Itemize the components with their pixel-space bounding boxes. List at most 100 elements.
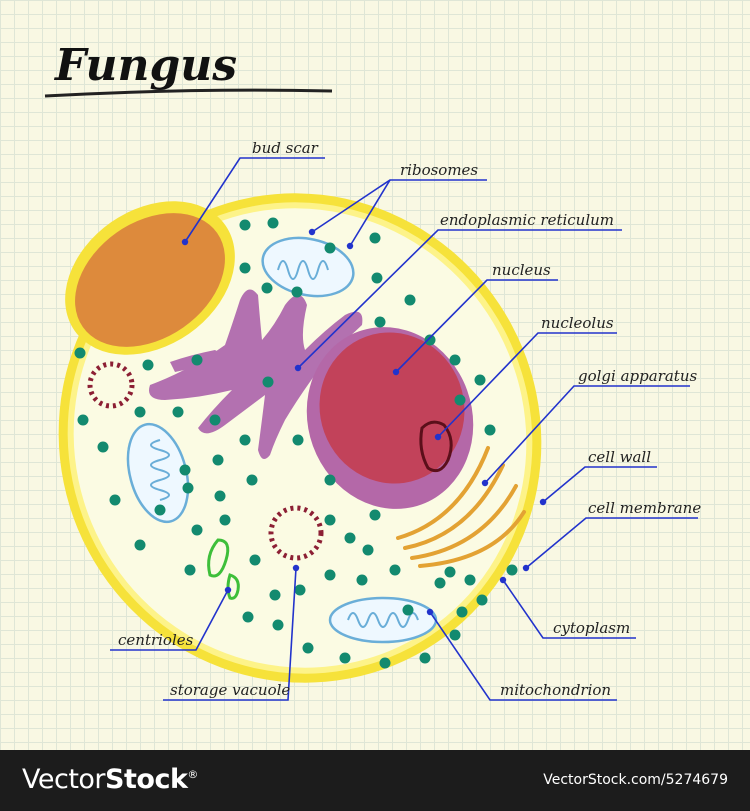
pointer-dots (181, 228, 547, 616)
ribosome (484, 424, 496, 436)
diagram-title: Fungus (53, 40, 237, 91)
label-mitochondrion: mitochondrion (500, 681, 611, 699)
ribosome (324, 474, 336, 486)
ribosome (371, 272, 383, 284)
ribosome (454, 394, 466, 406)
ribosome (362, 544, 374, 556)
ribosomes-group (74, 217, 518, 669)
label-centrioles: centrioles (118, 631, 194, 649)
ribosome (506, 564, 518, 576)
pointer-bud-scar (184, 157, 325, 243)
pointer-centrioles (110, 589, 229, 651)
ribosome (154, 504, 166, 516)
nucleus (319, 332, 465, 484)
label-cell-membrane: cell membrane (588, 499, 701, 517)
ribosome (267, 217, 279, 229)
ribosome (434, 577, 446, 589)
ribosome (242, 611, 254, 623)
storage-vacuole-left (87, 361, 135, 409)
pointer-er (297, 229, 622, 369)
label-nucleus: nucleus (492, 261, 551, 279)
pointer-golgi (484, 385, 690, 484)
ribosome (464, 574, 476, 586)
ribosome (269, 589, 281, 601)
ribosome (182, 482, 194, 494)
pointer-mitochondrion (429, 611, 617, 701)
ribosome (402, 604, 414, 616)
ribosome (239, 434, 251, 446)
brand-bold: Stock (105, 764, 188, 795)
ribosome (262, 376, 274, 388)
ribosome (369, 509, 381, 521)
pointer-ribosomes-b (349, 179, 391, 247)
ribosome (191, 524, 203, 536)
ribosome (77, 414, 89, 426)
ribosome (212, 454, 224, 466)
label-endoplasmic-reticulum: endoplasmic reticulum (440, 211, 614, 229)
ribosome (239, 219, 251, 231)
ribosome (449, 354, 461, 366)
ribosome (302, 642, 314, 654)
watermark-footer: VectorStock® VectorStock.com/5274679 (0, 750, 750, 811)
ribosome (356, 574, 368, 586)
golgi-apparatus (396, 446, 526, 568)
ribosome (324, 514, 336, 526)
ribosome (246, 474, 258, 486)
pointer-cell-membrane (525, 517, 698, 569)
ribosome (389, 564, 401, 576)
ribosome (184, 564, 196, 576)
ribosome (379, 657, 391, 669)
ribosome (324, 242, 336, 254)
ribosome (324, 569, 336, 581)
fungus-cell-diagram: Fungus (44, 40, 701, 701)
label-cell-wall: cell wall (588, 448, 651, 466)
ribosome (74, 347, 86, 359)
image-credit: VectorStock.com/5274679 (543, 772, 728, 788)
ribosome (474, 374, 486, 386)
label-nucleolus: nucleolus (541, 314, 614, 332)
label-bud-scar: bud scar (252, 139, 319, 157)
label-ribosomes: ribosomes (400, 161, 478, 179)
pointer-storage-vacuole (163, 567, 297, 701)
vectorstock-logo: VectorStock® (22, 764, 198, 795)
ribosome (109, 494, 121, 506)
ribosome (294, 584, 306, 596)
pointer-cell-wall (542, 466, 657, 503)
ribosome (214, 490, 226, 502)
ribosome (219, 514, 231, 526)
label-golgi-apparatus: golgi apparatus (578, 367, 697, 385)
ribosome (142, 359, 154, 371)
ribosome (179, 464, 191, 476)
ribosome (272, 619, 284, 631)
ribosome (291, 286, 303, 298)
title-underline (44, 88, 333, 98)
label-storage-vacuole: storage vacuole (170, 681, 290, 699)
nucleolus (419, 420, 453, 473)
ribosome (344, 532, 356, 544)
ribosome (419, 652, 431, 664)
ribosome (249, 554, 261, 566)
ribosome (444, 566, 456, 578)
ribosome (449, 629, 461, 641)
ribosome (191, 354, 203, 366)
pointer-nucleolus (437, 332, 617, 438)
ribosome (261, 282, 273, 294)
ribosome (209, 414, 221, 426)
label-cytoplasm: cytoplasm (553, 619, 630, 637)
ribosome (456, 606, 468, 618)
ribosome (134, 406, 146, 418)
storage-vacuole (268, 505, 324, 561)
registered-mark: ® (187, 768, 198, 781)
ribosome (374, 316, 386, 328)
ribosome (239, 262, 251, 274)
ribosome (292, 434, 304, 446)
mitochondrion-bottom (328, 596, 438, 644)
ribosome (172, 406, 184, 418)
ribosome (476, 594, 488, 606)
pointer-cytoplasm (502, 579, 636, 639)
ribosome (369, 232, 381, 244)
brand-light: Vector (22, 764, 106, 795)
centriole-1 (207, 538, 230, 578)
bud-scar (75, 213, 225, 347)
ribosome (424, 334, 436, 346)
